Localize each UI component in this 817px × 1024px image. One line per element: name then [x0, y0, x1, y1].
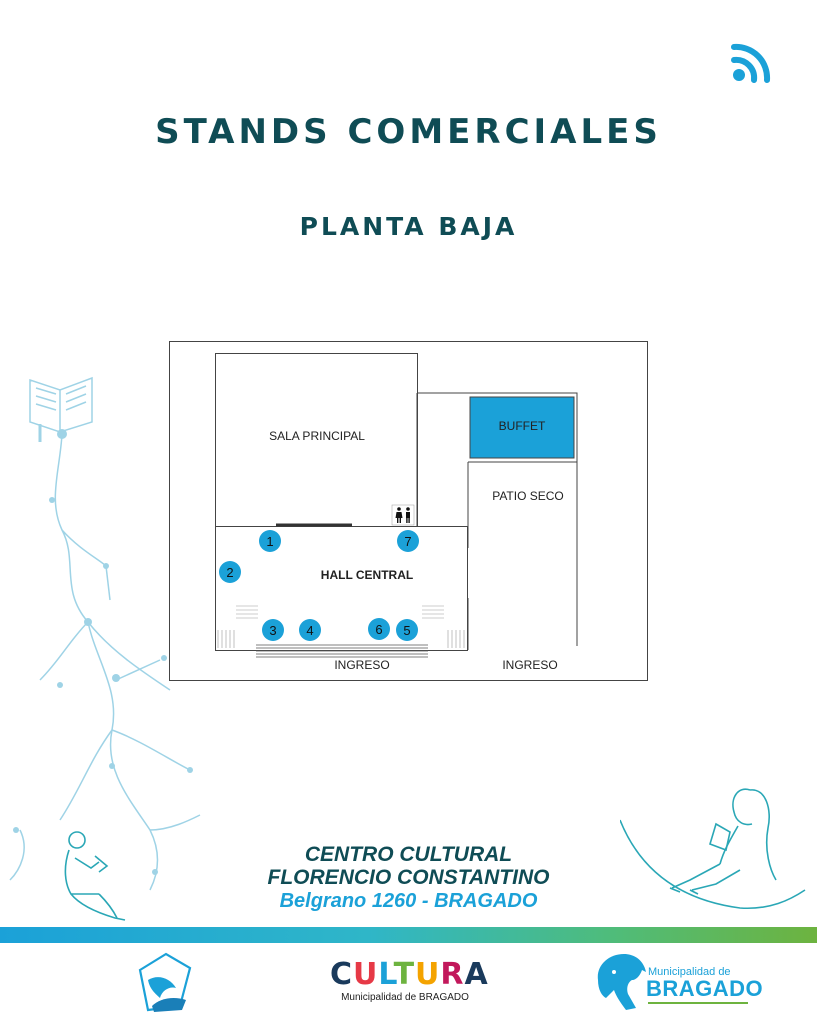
cultura-letter: R [440, 957, 465, 992]
cultura-letter: U [415, 957, 441, 992]
hall-central-room [215, 526, 468, 651]
decorative-book-tree-illustration [9, 376, 201, 891]
venue-name-line2: FLORENCIO CONSTANTINO [267, 866, 550, 889]
stand-marker: 6 [368, 618, 390, 640]
stand-marker: 4 [299, 619, 321, 641]
buffet-room [469, 396, 575, 459]
stand-marker: 5 [396, 619, 418, 641]
page-subtitle: PLANTA BAJA [299, 212, 518, 241]
venue-address: Belgrano 1260 - BRAGADO [279, 890, 538, 912]
stand-number: 2 [226, 565, 233, 580]
stand-marker: 2 [219, 561, 241, 583]
wifi-icon [731, 43, 771, 83]
sala-principal-label: SALA PRINCIPAL [269, 429, 365, 443]
hall-central-label: HALL CENTRAL [321, 568, 413, 582]
cultura-letter: U [353, 957, 379, 992]
muni-text-line1: Municipalidad de [648, 966, 731, 978]
cultura-letter: L [378, 957, 394, 992]
cultura-letter: T [393, 957, 416, 992]
cultura-letter: C [330, 957, 354, 992]
page-title: STANDS COMERCIALES [155, 112, 662, 152]
building-outline [169, 341, 648, 681]
ingreso-main-label: INGRESO [334, 658, 389, 672]
stand-marker: 1 [259, 530, 281, 552]
restroom-icon [391, 504, 415, 526]
stand-number: 4 [306, 623, 313, 638]
muni-underline [648, 1002, 748, 1004]
reader-illustration-right [620, 788, 806, 910]
cultura-logo: CULTURA Municipalidad de BRAGADO [330, 957, 488, 1004]
cultura-subtitle: Municipalidad de BRAGADO [341, 992, 469, 1003]
cultura-wordmark: CULTURA [330, 957, 488, 992]
stairs-left [217, 605, 258, 648]
horse-head-icon [597, 954, 646, 1010]
buffet-label: BUFFET [499, 419, 546, 433]
stairs-right [422, 605, 465, 648]
stand-number: 1 [266, 534, 273, 549]
footer-gradient-bar [0, 927, 817, 943]
patio-seco-label: PATIO SECO [492, 489, 564, 503]
entrance-steps [256, 644, 428, 658]
muni-text-line2: BRAGADO [646, 976, 764, 1001]
cultura-letter: A [464, 957, 489, 992]
stand-marker: 3 [262, 619, 284, 641]
ingreso-side-label: INGRESO [502, 658, 557, 672]
floor-plan: SALA PRINCIPAL BUFFET PATIO SECO HALL CE… [169, 341, 648, 681]
stand-number: 3 [269, 623, 276, 638]
stand-marker: 7 [397, 530, 419, 552]
reader-illustration-left [64, 831, 126, 921]
stand-number: 6 [375, 622, 382, 637]
stand-number: 7 [404, 534, 411, 549]
venue-name-line1: CENTRO CULTURAL [304, 843, 513, 866]
stand-number: 5 [403, 623, 410, 638]
right-block-outline [417, 392, 578, 462]
bragado-emblem-logo [138, 952, 192, 1012]
